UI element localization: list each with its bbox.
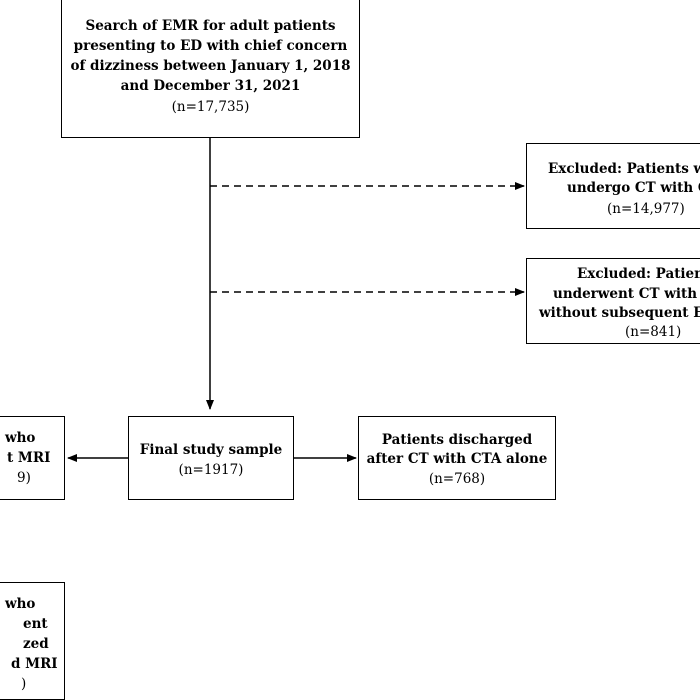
excluded-ed-line-1: Excluded: Patien xyxy=(577,266,700,282)
excluded-ed-count: (n=841) xyxy=(625,324,682,340)
left-hosp-line-3: zed xyxy=(23,636,49,652)
left-hospitalized-box: who ent zed d MRI ) xyxy=(0,582,65,700)
search-count: (n=17,735) xyxy=(171,99,250,115)
left-hosp-count: ) xyxy=(21,676,27,692)
excluded-ct-count: (n=14,977) xyxy=(607,201,685,217)
excluded-no-ct-box: Excluded: Patients w undergo CT with CT … xyxy=(526,143,700,229)
excluded-ct-line-2: undergo CT with CT xyxy=(567,180,700,196)
final-sample-box: Final study sample (n=1917) xyxy=(128,416,294,500)
left-mri-box: who t MRI 9) xyxy=(0,416,65,500)
excluded-no-ed-box: Excluded: Patien underwent CT with C wit… xyxy=(526,258,700,344)
final-label: Final study sample xyxy=(139,442,283,458)
left-hosp-line-2: ent xyxy=(23,616,48,632)
final-count: (n=1917) xyxy=(178,462,244,478)
search-line-1: Search of EMR for adult patients xyxy=(85,18,336,34)
left-mri-count: 9) xyxy=(17,470,31,486)
search-line-4: and December 31, 2021 xyxy=(120,78,301,94)
search-line-2: presenting to ED with chief concern xyxy=(73,38,348,54)
discharged-box: Patients discharged after CT with CTA al… xyxy=(358,416,556,500)
left-hosp-line-4: d MRI xyxy=(11,656,58,672)
excluded-ct-line-1: Excluded: Patients w xyxy=(548,161,700,177)
discharged-line-2: after CT with CTA alone xyxy=(366,451,548,467)
left-hosp-line-1: who xyxy=(5,596,36,612)
search-line-3: of dizziness between January 1, 2018 xyxy=(70,58,351,74)
left-mri-line-1: who xyxy=(5,430,36,446)
excluded-ed-line-2: underwent CT with C xyxy=(553,286,700,302)
search-box: Search of EMR for adult patients present… xyxy=(61,0,360,138)
excluded-ed-line-3: without subsequent E xyxy=(539,305,700,321)
discharged-count: (n=768) xyxy=(428,471,486,487)
discharged-line-1: Patients discharged xyxy=(381,432,533,448)
left-mri-line-2: t MRI xyxy=(7,450,51,466)
